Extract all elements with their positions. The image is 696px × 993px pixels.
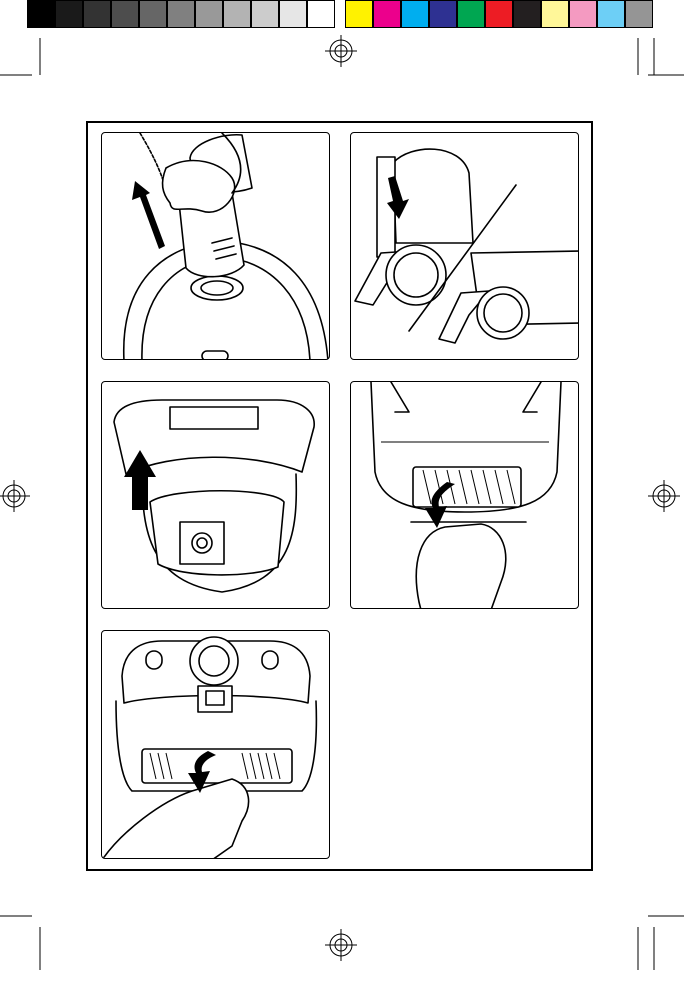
figure-lid-lock: [350, 132, 579, 360]
front-filter-removal-illustration: [102, 631, 330, 859]
figure-hose-removal: [101, 132, 330, 360]
registration-target-icon: [325, 35, 357, 67]
open-lid-bag-illustration: [102, 382, 330, 609]
figure-filter-removal: [350, 381, 579, 609]
registration-target-icon: [325, 929, 357, 961]
registration-target-icon: [648, 480, 680, 512]
figure-open-lid-bag: [101, 381, 330, 609]
filter-removal-illustration: [351, 382, 579, 609]
registration-target-icon: [0, 480, 30, 512]
hose-removal-illustration: [102, 133, 330, 360]
lid-lock-illustration: [351, 133, 579, 360]
figure-front-filter-removal: [101, 630, 330, 859]
